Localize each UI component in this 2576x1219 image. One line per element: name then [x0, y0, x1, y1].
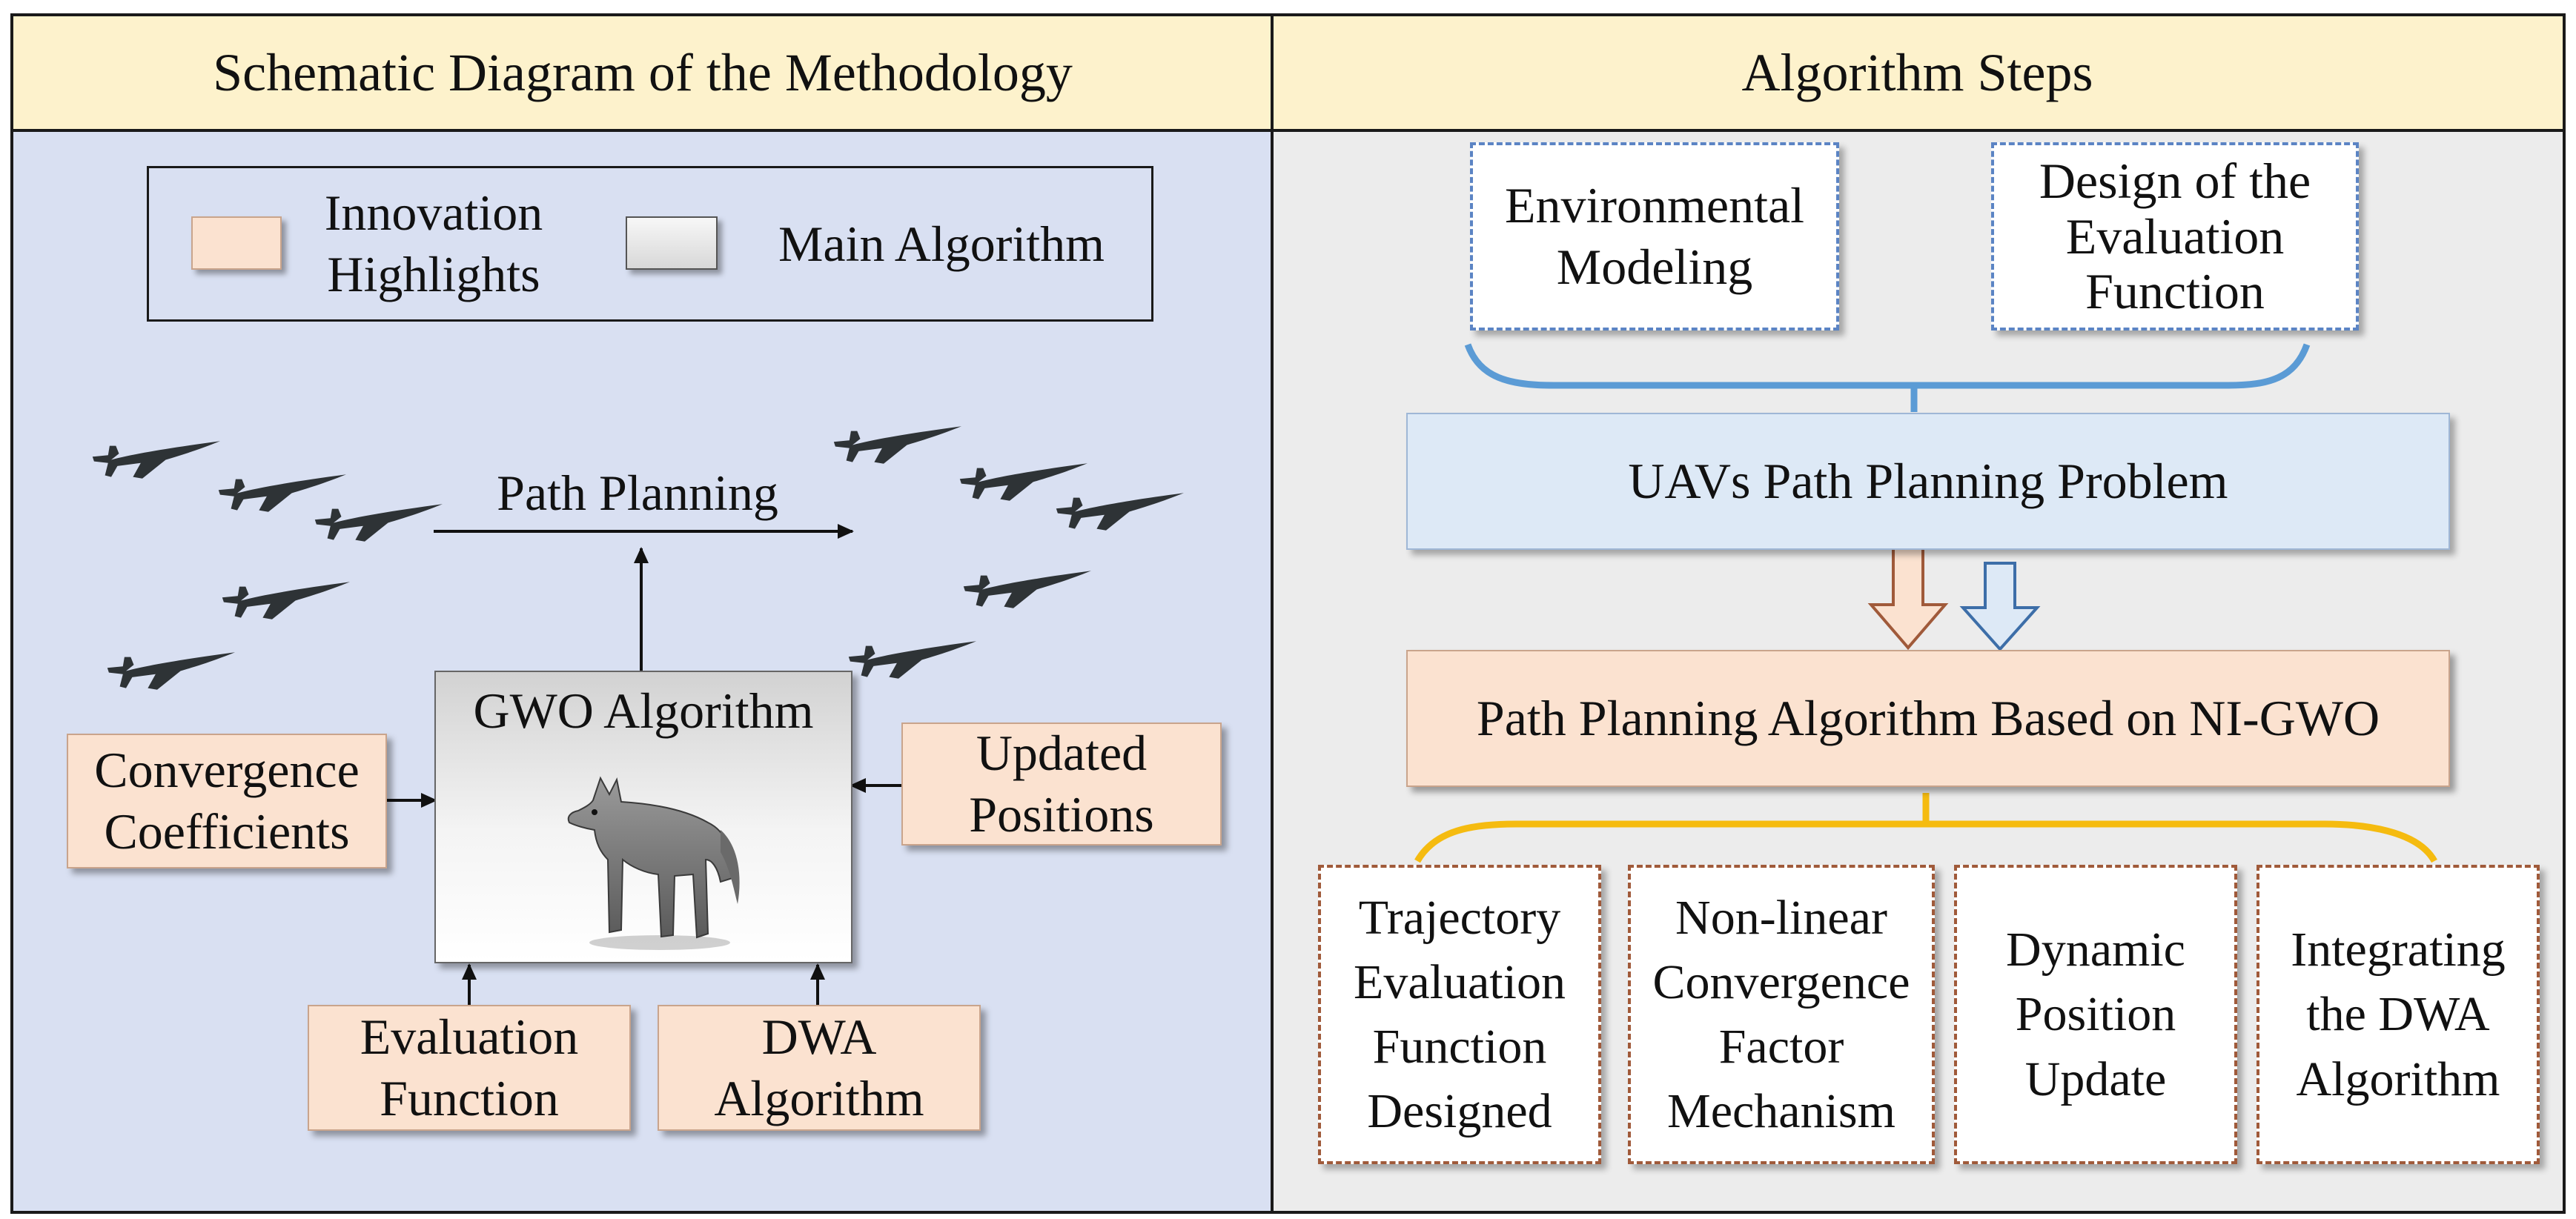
- evaluation-function-box: Evaluation Function: [308, 1005, 631, 1131]
- evaluation-line2: Function: [380, 1070, 559, 1126]
- design-line1: Design of the: [2039, 152, 2311, 209]
- column-divider: [1271, 16, 1274, 1211]
- header-left-title: Schematic Diagram of the Methodology: [213, 42, 1073, 102]
- uav-jet-icon: [218, 474, 346, 512]
- right-diagram-svg: [1414, 343, 2437, 863]
- legend-swatch-main: [626, 216, 718, 270]
- design-line3: Function: [2085, 263, 2265, 320]
- uav-jet-icon: [222, 582, 350, 620]
- dwa-line1: DWA: [761, 1009, 877, 1066]
- uav-path-planning-problem-box: UAVs Path Planning Problem: [1406, 413, 2450, 550]
- header-bar-right: [1272, 16, 2563, 132]
- step-text: Dynamic: [2006, 923, 2185, 977]
- step-text: Trajectory: [1358, 890, 1561, 945]
- uav-jet-icon: [959, 463, 1087, 501]
- left-diagram-svg: [92, 426, 1184, 1005]
- env-line2: Modeling: [1556, 239, 1753, 295]
- legend-label-innovation: Innovation Highlights: [300, 175, 567, 313]
- uav-jet-icon: [92, 441, 220, 479]
- path-planning-label: Path Planning: [497, 465, 778, 521]
- blue-bracket: [1464, 343, 2311, 389]
- step-box-trajectory: Trajectory Evaluation Function Designed: [1318, 865, 1601, 1164]
- step-box-dynamic: Dynamic Position Update: [1954, 865, 2237, 1164]
- step-box-dwa: Integrating the DWA Algorithm: [2257, 865, 2540, 1164]
- step-text: Integrating: [2291, 923, 2506, 977]
- uav-jet-icon: [963, 571, 1091, 608]
- updated-line1: Updated: [976, 725, 1148, 782]
- updated-line2: Positions: [969, 786, 1154, 843]
- uav-jet-icon: [107, 652, 235, 690]
- step-text: Update: [2024, 1052, 2167, 1106]
- environmental-modeling-box: Environmental Modeling: [1470, 142, 1839, 331]
- uav-jet-icon: [848, 641, 976, 679]
- updated-positions-box: Updated Positions: [901, 723, 1222, 846]
- step-text: Convergence: [1652, 954, 1910, 1009]
- step-text: Evaluation: [1354, 954, 1566, 1009]
- yellow-bracket: [1414, 820, 2437, 863]
- step-text: Mechanism: [1667, 1084, 1895, 1139]
- legend-box: [147, 166, 1153, 322]
- step-text: Position: [2015, 987, 2176, 1042]
- convergence-line1: Convergence: [94, 742, 360, 799]
- legend-label-main: Main Algorithm: [778, 215, 1105, 272]
- header-right-title: Algorithm Steps: [1741, 42, 2093, 102]
- up-hollow-arrow: [1867, 519, 1949, 651]
- step-text: Designed: [1367, 1084, 1552, 1139]
- outer-frame: [10, 13, 2566, 1214]
- convergence-line2: Coefficients: [104, 803, 350, 860]
- dwa-line2: Algorithm: [714, 1070, 924, 1126]
- convergence-coefficients-box: Convergence Coefficients: [67, 734, 387, 868]
- dwa-algorithm-box: DWA Algorithm: [658, 1005, 981, 1131]
- step-text: Factor: [1718, 1020, 1844, 1074]
- step-text: Algorithm: [2296, 1052, 2500, 1106]
- header-bar-left: [13, 16, 1272, 132]
- legend-innovation-line2: Highlights: [327, 246, 540, 302]
- ni-gwo-algorithm-box: Path Planning Algorithm Based on NI-GWO: [1406, 650, 2450, 787]
- step-text: Function: [1372, 1020, 1547, 1074]
- step-text: the DWA: [2306, 987, 2490, 1042]
- design-line2: Evaluation: [2065, 207, 2285, 265]
- design-evaluation-box: Design of the Evaluation Function: [1991, 142, 2359, 331]
- uav-jet-icon: [314, 504, 443, 542]
- wolf-icon: [567, 776, 740, 950]
- step-box-nonlinear: Non-linear Convergence Factor Mechanism: [1628, 865, 1935, 1164]
- uav-jet-icon: [833, 426, 961, 464]
- gwo-algorithm-label: GWO Algorithm: [473, 682, 814, 739]
- legend-swatch-innovation: [191, 216, 282, 270]
- uav-jet-icon: [1056, 493, 1184, 531]
- header-divider: [13, 129, 2563, 132]
- legend-innovation-line1: Innovation: [324, 185, 543, 242]
- step-text: Non-linear: [1675, 890, 1887, 945]
- evaluation-line1: Evaluation: [360, 1009, 579, 1066]
- down-hollow-arrow: [1959, 562, 2041, 652]
- env-line1: Environmental: [1504, 177, 1805, 234]
